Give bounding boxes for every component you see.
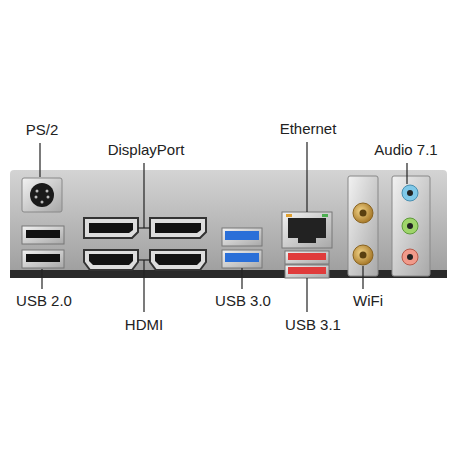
usb2-port <box>22 250 64 268</box>
displayport-slot <box>89 223 133 233</box>
port-label: USB 2.0 <box>16 292 72 310</box>
wifi-connector <box>353 203 373 223</box>
leader-line <box>241 268 242 289</box>
usb3-port <box>222 228 262 246</box>
ps2-pin <box>47 196 50 199</box>
displayport-port <box>150 218 206 238</box>
wifi-connector <box>353 245 373 265</box>
usb3-slot <box>225 253 259 262</box>
leader-line <box>143 260 144 312</box>
leader-line <box>143 163 144 228</box>
leader-line <box>406 163 407 184</box>
usb2-slot <box>26 230 60 238</box>
port-label: PS/2 <box>26 121 59 139</box>
usb31-slot <box>288 253 326 260</box>
ps2-pin <box>35 196 38 199</box>
panel-edge <box>10 270 447 278</box>
usb31-slot <box>288 267 326 274</box>
ps2-pin <box>41 201 44 204</box>
leader-line <box>306 278 307 312</box>
ps2-pin <box>36 190 39 193</box>
usb31-port <box>285 251 329 264</box>
usb31-port <box>285 265 329 278</box>
audio-hole <box>407 223 413 229</box>
port-label: Audio 7.1 <box>374 141 437 159</box>
audio-bracket <box>392 176 430 276</box>
port-label: WiFi <box>353 292 383 310</box>
ps2-port <box>30 183 54 207</box>
audio-jack <box>402 218 418 234</box>
ps2-bracket <box>22 178 62 212</box>
port-label: Ethernet <box>280 120 337 138</box>
audio-jack <box>402 249 418 265</box>
leader-line <box>41 269 42 289</box>
hdmi-slot <box>155 254 201 265</box>
leader-line <box>39 143 40 177</box>
panel <box>10 170 447 278</box>
ps2-pin <box>46 190 49 193</box>
leader-line <box>362 266 363 289</box>
ethernet-led <box>286 214 292 217</box>
port-label: HDMI <box>125 316 163 334</box>
usb3-port <box>222 250 262 268</box>
wifi-pin <box>360 252 367 259</box>
usb3-slot <box>225 231 259 240</box>
leader-line <box>138 227 150 228</box>
ethernet-led <box>322 214 328 217</box>
port-label: DisplayPort <box>108 141 185 159</box>
audio-jack <box>402 185 418 201</box>
hdmi-port <box>150 250 206 270</box>
ethernet-port <box>282 212 332 248</box>
usb2-slot <box>26 254 60 262</box>
audio-hole <box>407 254 413 260</box>
hdmi-port <box>84 250 138 270</box>
usb2-port <box>22 226 64 244</box>
displayport-port <box>84 218 138 238</box>
ethernet-socket <box>288 218 326 243</box>
audio-hole <box>407 190 413 196</box>
leader-line <box>306 142 307 212</box>
hdmi-slot <box>89 254 133 265</box>
port-label: USB 3.1 <box>285 316 341 334</box>
port-label: USB 3.0 <box>215 292 271 310</box>
wifi-pin <box>360 210 367 217</box>
wifi-bracket <box>348 176 378 276</box>
displayport-slot <box>155 223 201 233</box>
